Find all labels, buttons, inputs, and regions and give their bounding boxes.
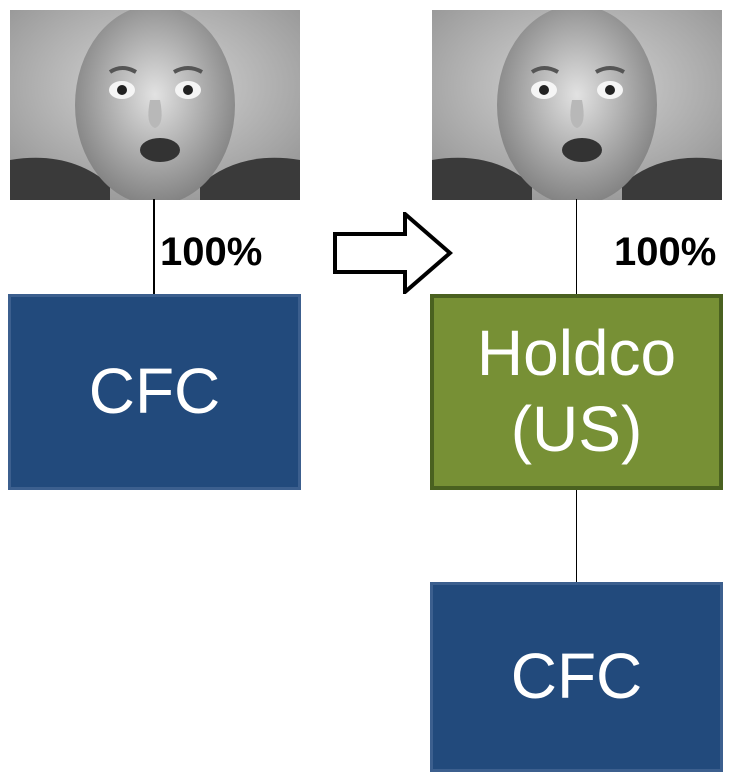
ownership-label-left: 100%	[160, 230, 263, 274]
ownership-label-right: 100%	[614, 230, 717, 274]
holdco-label: Holdco (US)	[476, 317, 677, 465]
cfc-box-right: CFC	[430, 582, 723, 772]
cfc-label-right: CFC	[510, 640, 643, 713]
holdco-cfc-line	[576, 490, 577, 582]
owner-photo-right	[432, 10, 722, 200]
cfc-box-left: CFC	[8, 294, 301, 490]
owner-photo-left	[10, 10, 300, 200]
cfc-label-left: CFC	[88, 355, 221, 428]
ownership-line-left	[153, 199, 155, 295]
ownership-line-right	[576, 199, 577, 295]
holdco-box: Holdco (US)	[430, 294, 723, 490]
right-arrow-icon	[333, 212, 453, 294]
